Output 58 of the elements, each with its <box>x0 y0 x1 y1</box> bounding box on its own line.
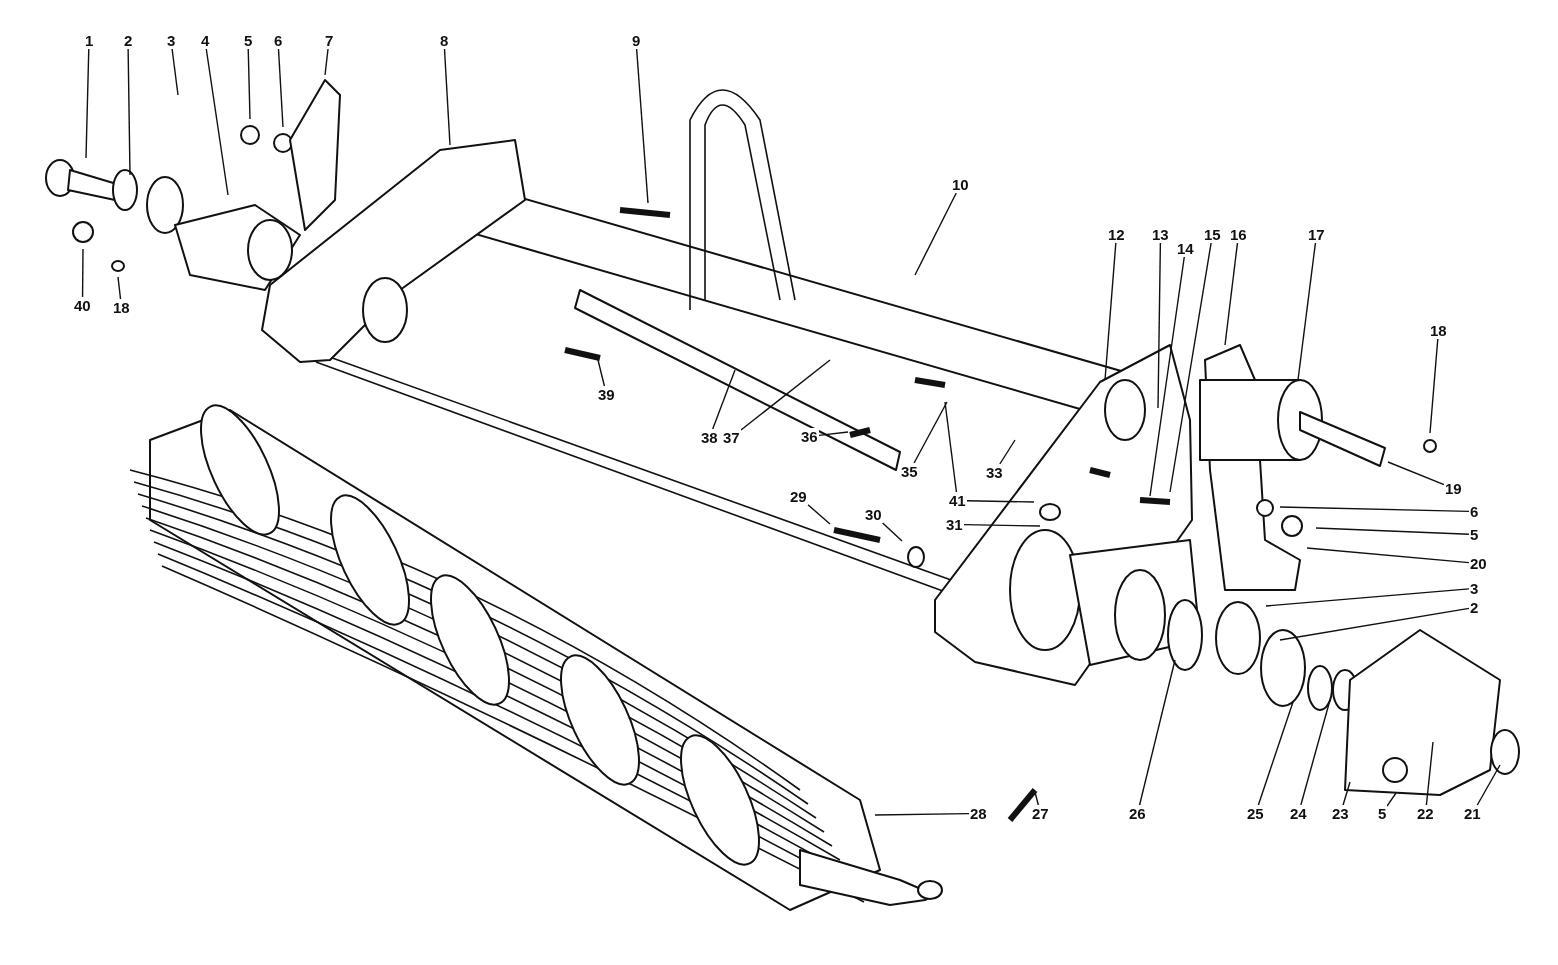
leader-line <box>1387 461 1445 486</box>
callout-number: 38 <box>700 429 719 446</box>
leader-line <box>443 48 451 146</box>
callout-number: 33 <box>985 464 1004 481</box>
leader-line <box>1265 588 1470 607</box>
leader-line <box>1315 527 1470 535</box>
leader-line <box>963 523 1041 527</box>
leader-line <box>1279 506 1470 513</box>
callout-number: 23 <box>1331 805 1350 822</box>
leader-line <box>127 48 131 176</box>
callout-number: 35 <box>900 463 919 480</box>
leader-line <box>818 431 849 437</box>
leader-line <box>277 48 284 128</box>
leader-line <box>247 48 251 120</box>
leader-line <box>1386 792 1397 807</box>
leader-line <box>1169 242 1212 493</box>
leader-line <box>1300 699 1331 806</box>
leader-line <box>597 359 606 387</box>
leader-line <box>1224 242 1239 346</box>
leader-line <box>740 359 831 431</box>
leader-line <box>1138 659 1176 806</box>
leader-line <box>914 192 957 276</box>
leader-line <box>1149 256 1185 497</box>
callout-number: 26 <box>1128 805 1147 822</box>
leader-line <box>1257 701 1294 806</box>
leader-line <box>1476 764 1501 806</box>
callout-number: 25 <box>1246 805 1265 822</box>
callout-number: 21 <box>1463 805 1482 822</box>
leader-line <box>1034 791 1040 806</box>
leader-line <box>999 439 1016 465</box>
leader-line <box>117 276 122 300</box>
leader-line <box>874 812 970 816</box>
leader-line <box>944 401 958 493</box>
leader-line <box>1342 781 1351 806</box>
leader-line <box>966 500 1035 503</box>
callout-number: 24 <box>1289 805 1308 822</box>
leader-line <box>913 401 948 464</box>
leader-line <box>205 48 229 196</box>
leader-line <box>1157 242 1162 409</box>
leader-line <box>85 48 90 159</box>
leader-line <box>171 48 179 96</box>
callout-number: 5 <box>1377 805 1388 822</box>
leader-line <box>1429 338 1439 434</box>
callout-number: 27 <box>1031 805 1050 822</box>
leader-line <box>1425 741 1434 806</box>
leader-line <box>807 504 831 525</box>
leader-line <box>1306 547 1470 564</box>
leader-line <box>712 369 736 430</box>
leader-line <box>881 522 903 542</box>
callout-number: 37 <box>722 429 741 446</box>
leader-line <box>81 248 84 298</box>
leader-line <box>324 48 329 76</box>
callout-number: 36 <box>800 428 819 445</box>
leader-line <box>1297 242 1317 381</box>
callout-number: 39 <box>597 386 616 403</box>
leader-line <box>1104 242 1117 381</box>
leader-line <box>635 48 649 204</box>
leader-line <box>1279 607 1470 641</box>
